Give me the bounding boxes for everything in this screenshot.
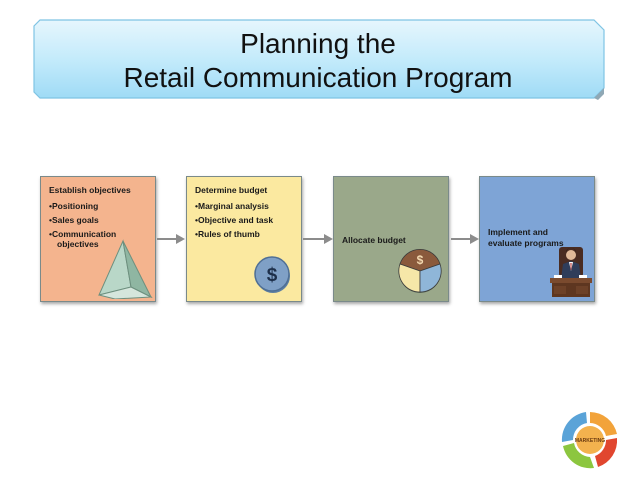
page-title: Planning the Retail Communication Progra… [32, 27, 604, 95]
title-line-2: Retail Communication Program [123, 62, 513, 93]
logo-center-label: MARKETING [575, 438, 605, 444]
step-1-bullet: Sales goals [49, 215, 127, 225]
dollar-sign: $ [417, 253, 424, 267]
step-determine-budget: Determine budget Marginal analysis Objec… [186, 176, 302, 302]
pie-allocation-icon: $ [398, 249, 442, 293]
step-implement-evaluate: Implement and evaluate programs [479, 176, 595, 302]
arrow-right-icon [157, 234, 185, 244]
step-1-bullet: Positioning [49, 201, 127, 211]
step-3-heading: Allocate budget [342, 235, 406, 245]
step-1-bullet: Communication objectives [49, 229, 127, 249]
step-2-bullet: Marginal analysis [195, 201, 273, 211]
pyramid-icon [98, 239, 153, 299]
step-2-bullet: Objective and task [195, 215, 273, 225]
step-4-heading-line-1: Implement and [488, 227, 548, 237]
arrow-right-icon [451, 234, 479, 244]
step-allocate-budget: Allocate budget $ [333, 176, 449, 302]
title-banner: Planning the Retail Communication Progra… [32, 18, 605, 100]
title-line-1: Planning the [240, 28, 396, 59]
dollar-sign: $ [267, 265, 278, 286]
step-2-bullet: Rules of thumb [195, 229, 273, 239]
step-1-bullets: Positioning Sales goals Communication ob… [49, 201, 127, 253]
businessman-at-desk-icon [550, 247, 592, 297]
arrow-right-icon [303, 234, 333, 244]
marketing-mix-cycle-icon: MARKETING [561, 411, 619, 469]
dollar-coin-icon: $ [254, 256, 290, 293]
step-1-heading: Establish objectives [49, 185, 131, 195]
step-establish-objectives: Establish objectives Positioning Sales g… [40, 176, 156, 302]
title-banner-shape [33, 19, 605, 100]
step-2-heading: Determine budget [195, 185, 268, 195]
step-2-bullets: Marginal analysis Objective and task Rul… [195, 201, 273, 243]
step-4-heading-line-2: evaluate programs [488, 238, 564, 248]
step-4-heading: Implement and evaluate programs [488, 227, 564, 249]
